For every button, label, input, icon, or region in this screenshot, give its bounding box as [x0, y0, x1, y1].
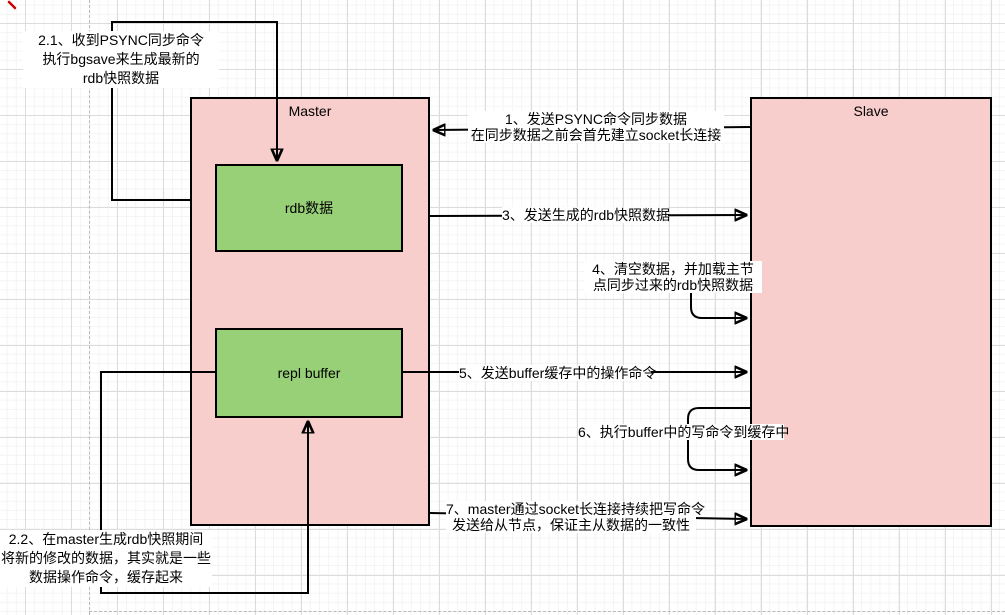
red-mark: [7, 0, 17, 10]
annotation-step2-2: 2.2、在master生成rdb快照期间 将新的修改的数据，其实就是一些 数据操…: [0, 530, 212, 587]
node-master-label: Master: [288, 103, 332, 119]
node-slave-label: Slave: [853, 103, 889, 119]
node-repl-buffer-label: repl buffer: [277, 365, 341, 381]
node-rdb-data: rdb数据: [215, 164, 403, 252]
node-repl-buffer: repl buffer: [215, 328, 403, 418]
annotation-step5: 5、发送buffer缓存中的操作命令: [459, 365, 657, 381]
annotation-step6: 6、执行buffer中的写命令到缓存中: [578, 424, 790, 440]
annotation-line: 3、发送生成的rdb快照数据: [502, 207, 671, 223]
annotation-line: 发送给从节点，保证主从数据的一致性: [452, 517, 690, 533]
node-rdb-data-label: rdb数据: [284, 200, 334, 216]
annotation-step1: 1、发送PSYNC命令同步数据 在同步数据之前会首先建立socket长连接: [468, 111, 724, 143]
annotation-step2-1: 2.1、收到PSYNC同步命令 执行bgsave来生成最新的 rdb快照数据: [23, 31, 219, 88]
annotation-line: 4、清空数据，并加载主节: [592, 261, 754, 277]
page-boundary-vertical: [89, 0, 90, 615]
annotation-line: rdb快照数据: [82, 70, 160, 86]
annotation-step4: 4、清空数据，并加载主节 点同步过来的rdb快照数据: [584, 261, 762, 293]
node-master: Master: [190, 97, 430, 526]
annotation-line: 6、执行buffer中的写命令到缓存中: [578, 424, 790, 440]
annotation-step3: 3、发送生成的rdb快照数据: [502, 207, 671, 223]
annotation-line: 7、master通过socket长连接持续把写命令: [446, 501, 706, 517]
annotation-line: 2.2、在master生成rdb快照期间: [8, 531, 204, 547]
annotation-line: 5、发送buffer缓存中的操作命令: [459, 365, 657, 381]
annotation-line: 执行bgsave来生成最新的: [42, 51, 200, 67]
annotation-line: 点同步过来的rdb快照数据: [592, 277, 754, 293]
annotation-line: 在同步数据之前会首先建立socket长连接: [470, 127, 722, 143]
annotation-line: 将新的修改的数据，其实就是一些: [1, 550, 211, 566]
node-slave: Slave: [750, 97, 992, 527]
annotation-line: 2.1、收到PSYNC同步命令: [38, 32, 204, 48]
annotation-step7: 7、master通过socket长连接持续把写命令 发送给从节点，保证主从数据的…: [446, 501, 706, 533]
annotation-line: 1、发送PSYNC命令同步数据: [504, 111, 688, 127]
annotation-line: 数据操作命令，缓存起来: [29, 569, 183, 585]
page-boundary-horizontal: [89, 611, 1005, 612]
